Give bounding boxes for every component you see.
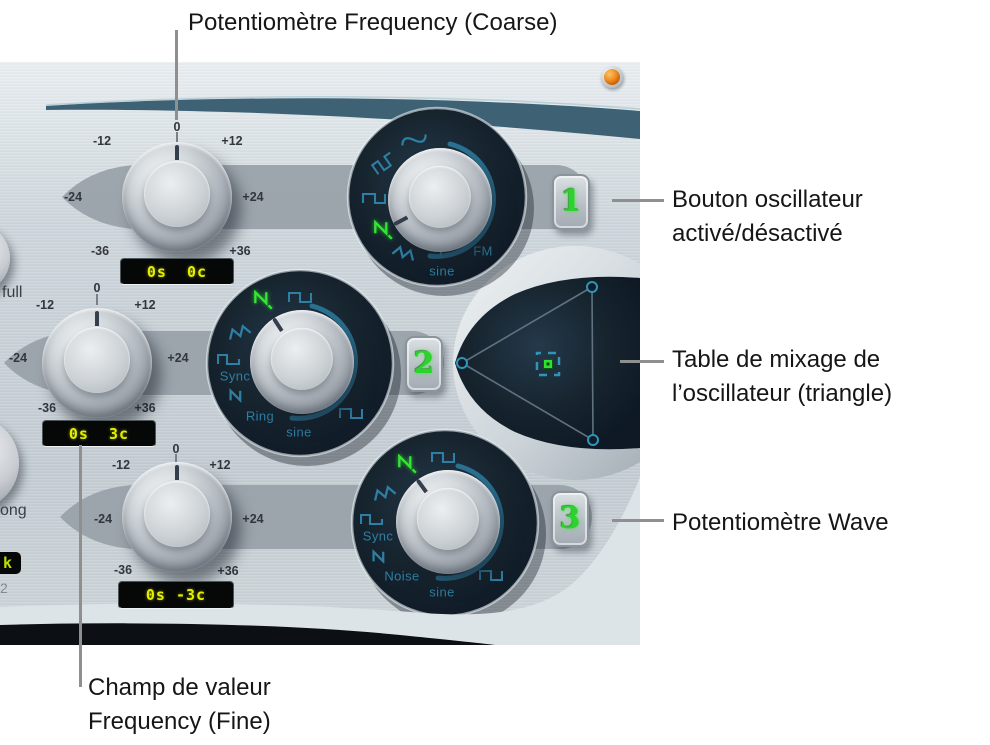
square-wave-icon (360, 512, 384, 526)
square-wave-icon (370, 150, 398, 175)
osc1-frequency-fine-field[interactable]: 0s 0c (120, 258, 234, 285)
tick-label: -36 (113, 563, 133, 577)
callout-osc-button: Bouton oscillateur activé/désactivé (672, 186, 863, 247)
callout-wave: Potentiomètre Wave (672, 509, 889, 536)
power-led (601, 66, 623, 88)
osc3-frequency-coarse-knob[interactable] (122, 462, 232, 572)
osc3-frequency-fine-field[interactable]: 0s -3c (118, 581, 234, 609)
callout-mix-table: Table de mixage de l’oscillateur (triang… (672, 346, 893, 407)
tick-label: +12 (209, 458, 231, 472)
osc3-wave-knob[interactable] (396, 470, 500, 574)
tick-label: 0 (173, 120, 181, 134)
tick-label: -24 (63, 190, 83, 204)
wide-square-wave-icon (361, 191, 387, 205)
mix-vertex-osc2[interactable] (456, 357, 468, 369)
tick-label: -24 (93, 512, 113, 526)
top-swoosh (46, 98, 640, 139)
tick-label: -12 (92, 134, 112, 148)
square-wave-icon (431, 450, 455, 464)
es2-oscillator-panel: full ong k 2 0 -12 +12 -24 +24 -36 +36 0… (0, 62, 640, 645)
tick-label: +36 (134, 401, 156, 415)
osc2-on-off-button[interactable]: 2 (405, 336, 443, 392)
tick-label: -12 (35, 298, 55, 312)
callout-line-osc-button (612, 199, 664, 202)
clipped-knob (0, 223, 10, 293)
osc3-on-off-button[interactable]: 3 (551, 491, 589, 547)
tick-label: -12 (111, 458, 131, 472)
triangle-wave-icon (371, 483, 398, 503)
osc1-sine-label: sine (429, 263, 455, 279)
osc2-wave-knob[interactable] (250, 310, 354, 414)
osc2-ring-label: Ring (245, 408, 275, 424)
tick-label: +24 (242, 512, 264, 526)
tick-label: 0 (172, 442, 180, 456)
sync-sawtooth-wave-icon (228, 387, 246, 403)
clipped-label-full: full (2, 284, 23, 301)
oscillator-mix-marker[interactable] (535, 351, 561, 377)
osc1-on-off-button[interactable]: 1 (552, 174, 590, 230)
osc3-noise-label: Noise (384, 568, 420, 584)
clipped-label: 2 (0, 580, 8, 596)
triangle-wave-icon (391, 243, 418, 263)
square-wave-icon (217, 352, 241, 366)
sawtooth-wave-icon-selected (372, 219, 394, 241)
sawtooth-wave-icon-selected (252, 290, 274, 312)
tick-label: -36 (90, 244, 110, 258)
callout-frequency-fine: Champ de valeur Frequency (Fine) (88, 674, 271, 735)
osc1-frequency-coarse-knob[interactable] (122, 142, 232, 252)
clipped-label-ong: ong (0, 502, 27, 519)
osc2-sync-label: Sync (219, 368, 251, 384)
callout-line-wave (612, 519, 664, 522)
tick-label: +24 (242, 190, 264, 204)
osc2-frequency-coarse-knob[interactable] (42, 308, 152, 418)
tick-label: +12 (221, 134, 243, 148)
osc3-sine-label: sine (429, 584, 455, 600)
square-wave-icon (479, 568, 503, 582)
tick-label: +12 (134, 298, 156, 312)
mix-vertex-osc3[interactable] (587, 434, 599, 446)
osc2-sine-label: sine (286, 424, 312, 440)
clipped-value-field[interactable]: k (0, 552, 21, 574)
osc1-wave-knob[interactable] (388, 148, 492, 252)
osc2-frequency-fine-field[interactable]: 0s 3c (42, 420, 156, 447)
mix-vertex-osc1[interactable] (586, 281, 598, 293)
bottom-dark-band (0, 623, 495, 645)
callout-line-frequency-coarse (175, 30, 178, 120)
oscillator-mix-triangle[interactable] (456, 281, 599, 446)
callout-frequency-coarse: Potentiomètre Frequency (Coarse) (188, 9, 558, 36)
osc3-sync-label: Sync (362, 528, 394, 544)
square-wave-icon (339, 406, 363, 420)
tick-label: +36 (217, 564, 239, 578)
tick-label: 0 (93, 281, 101, 295)
sync-sawtooth-wave-icon (371, 548, 389, 564)
tick-label: +24 (167, 351, 189, 365)
tick-label: +36 (229, 244, 251, 258)
callout-line-frequency-fine (79, 445, 82, 687)
tick-label: -24 (8, 351, 28, 365)
sine-wave-icon (398, 127, 430, 152)
osc1-fm-label: FM (473, 243, 493, 259)
tick-label: -36 (37, 401, 57, 415)
square-wave-icon (288, 290, 312, 304)
callout-line-mix-table (620, 360, 664, 363)
top-swoosh-highlight (45, 96, 640, 110)
sawtooth-wave-icon-selected (396, 454, 418, 476)
led-dot (604, 69, 620, 85)
triangle-wave-icon (226, 322, 253, 342)
